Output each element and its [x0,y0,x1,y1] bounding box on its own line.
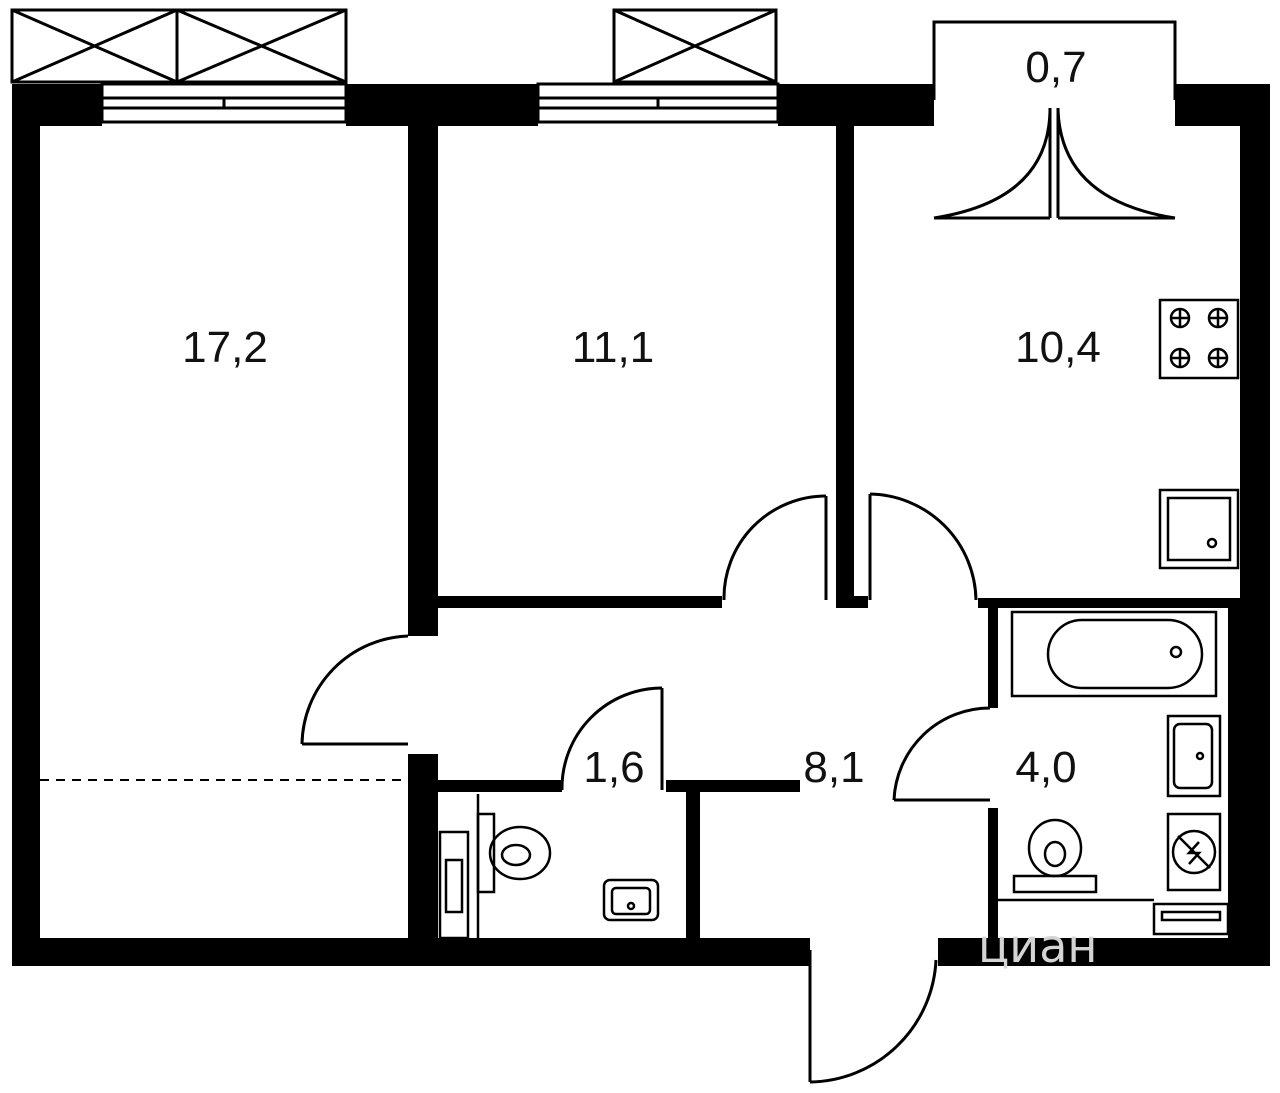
kitchen-sink-icon [1158,488,1240,570]
stove-icon [1158,298,1240,380]
room-area-label: 1,6 [583,743,644,792]
walls [12,84,1270,966]
watermark-text: циан [978,919,1097,973]
watermark-logo: циан [978,919,1097,973]
bathtub-icon [1010,610,1218,698]
bathroom-sink-icon [1166,714,1222,798]
toilet-icon-bathroom [1012,818,1098,894]
doors [300,492,991,1084]
room-area-label: 10,4 [1015,323,1101,372]
room-area-label: 0,7 [1025,43,1086,92]
room-area-label: 8,1 [803,743,864,792]
room-area-label: 11,1 [572,323,654,372]
toilet-icon-wc [476,812,552,894]
room-area-label: 17,2 [182,323,268,372]
radiator-icon-bathroom [998,898,1230,936]
wc-sink-icon [602,878,660,922]
room-area-label: 4,0 [1015,743,1076,792]
balcony-outline [932,20,1177,220]
washing-machine-icon [1166,812,1222,892]
wc-utility-box-icon [438,794,480,940]
